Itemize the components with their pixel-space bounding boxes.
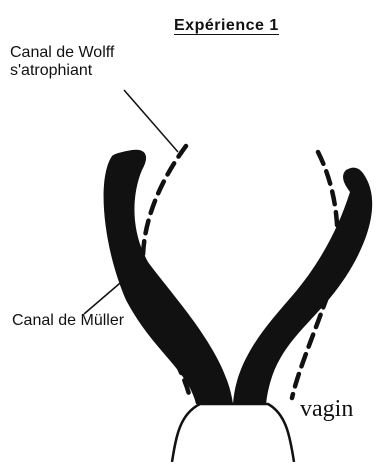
wolff-label-line-1: Canal de Wolff — [10, 44, 114, 62]
muller-pointer-line — [84, 278, 126, 314]
vagina-outline — [172, 404, 294, 462]
vagina-label: vagin — [300, 396, 353, 422]
wolff-label-line-2: s'atrophiant — [10, 62, 114, 80]
left-muller-duct — [104, 150, 233, 404]
figure-title: Expérience 1 — [174, 17, 279, 35]
muller-duct-label: Canal de Müller — [12, 312, 124, 329]
wolff-pointer-line — [124, 90, 178, 152]
wolff-duct-label: Canal de Wolff s'atrophiant — [10, 44, 114, 80]
